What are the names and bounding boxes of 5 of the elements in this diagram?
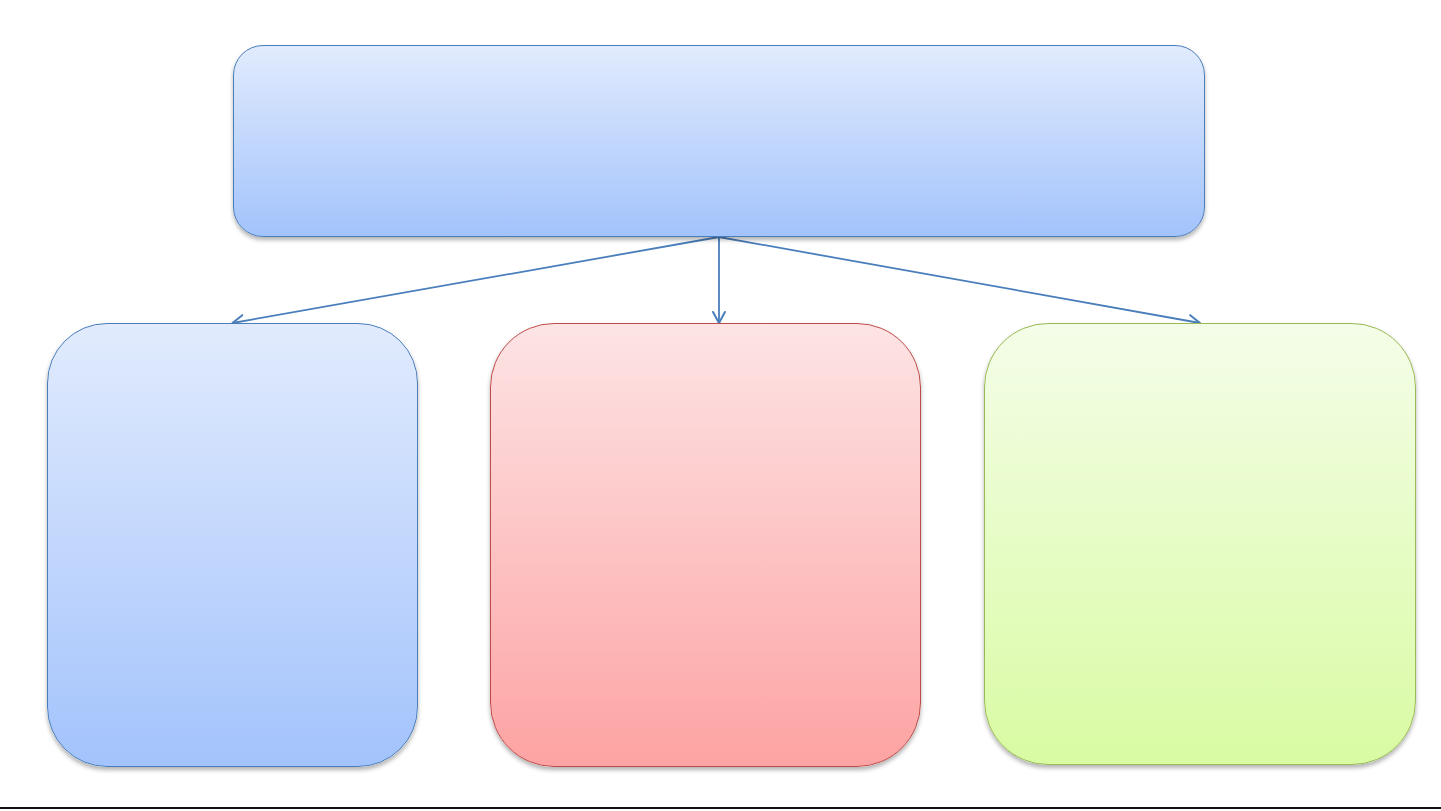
rounded-box [490,323,921,767]
rounded-box [47,323,418,767]
rounded-box [984,323,1416,765]
arrow [712,236,726,324]
rounded-box [233,45,1205,237]
